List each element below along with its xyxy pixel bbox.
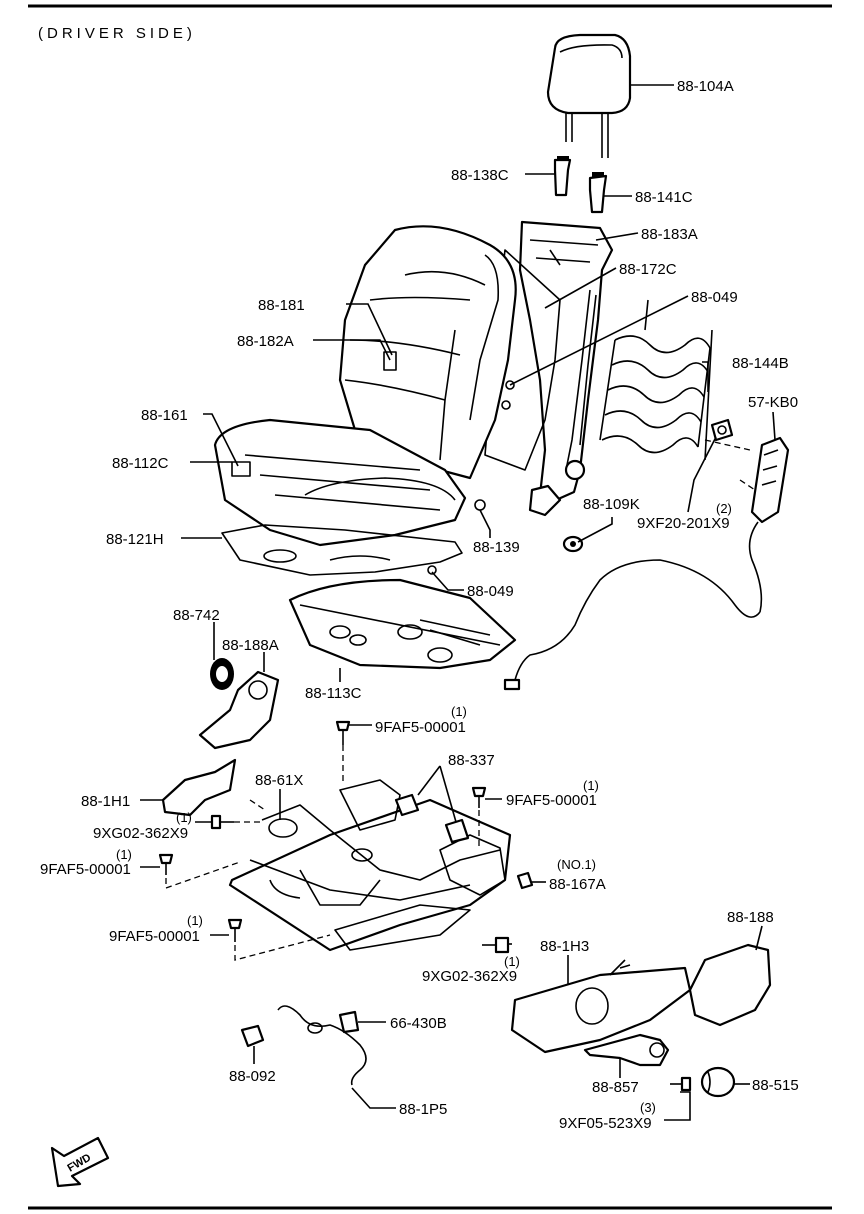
label-88-167a-qty: (NO.1) [557,857,596,872]
header-title: (DRIVER SIDE) [38,25,196,42]
seat-cover-drawing [213,418,467,547]
label-9faf5-d: 9FAF5-00001 [109,928,200,945]
leader-lines [140,84,776,1121]
airbag-module-drawing [704,436,790,613]
label-88-161: 88-161 [141,407,188,424]
label-88-141c: 88-141C [635,189,693,206]
label-88-092: 88-092 [229,1068,276,1085]
label-88-515: 88-515 [752,1077,799,1094]
cap-drawing [700,1066,736,1098]
label-88-188a: 88-188A [222,637,279,654]
side-shield-drawing [688,943,772,1027]
label-88-857: 88-857 [592,1079,639,1096]
outer-cover-drawing [510,959,692,1054]
label-9xg02-b: 9XG02-362X9 [422,968,517,985]
label-88-1h1: 88-1H1 [81,793,130,810]
spring-mat-drawing [599,299,713,461]
label-88-112c: 88-112C [112,455,169,472]
label-9faf5-c-qty: (1) [116,847,132,862]
label-88-188: 88-188 [727,909,774,926]
bracket-drawing [161,758,237,817]
label-9xf05-523x9: 9XF05-523X9 [559,1115,652,1132]
label-9faf5-b-qty: (1) [583,778,599,793]
seat-frame-drawing [288,578,517,670]
seatback-cover-drawing [338,225,517,480]
label-88-183a: 88-183A [641,226,698,243]
label-88-181: 88-181 [258,297,305,314]
fastener-drawing [158,720,692,1092]
sub-harness-drawing [277,1005,367,1086]
label-88-113c: 88-113C [305,685,362,702]
seat-pad-drawing [221,524,463,576]
label-9xg02-a-qty: (1) [176,810,192,825]
seatback-frame-drawing [518,220,614,517]
bushing-drawing [562,535,584,553]
label-88-172c: 88-172C [619,261,677,278]
label-9xg02-a: 9XG02-362X9 [93,825,188,842]
label-88-1p5: 88-1P5 [399,1101,447,1118]
label-66-430b: 66-430B [390,1015,447,1032]
nut-drawing [710,418,734,442]
part-labels: 88-104A 88-138C 88-141C 88-183A 88-172C … [40,78,799,1132]
label-88-167a: 88-167A [549,876,606,893]
headrest-drawing [546,33,632,158]
headrest-guide-drawing [553,156,608,214]
label-57-kb0: 57-KB0 [748,394,798,411]
label-88-742: 88-742 [173,607,220,624]
reference-lines [165,745,480,961]
fwd-arrow-icon: FWD [50,1136,110,1188]
seat-track-drawing [228,779,512,952]
knob-drawing [210,658,234,690]
connector-block-drawing [240,1024,265,1048]
inner-shield-drawing [198,670,280,750]
label-9faf5-a: 9FAF5-00001 [375,719,466,736]
label-88-337: 88-337 [448,752,495,769]
label-9faf5-d-qty: (1) [187,913,203,928]
connector-drawing [338,1010,360,1034]
label-9xf20-201x9: 9XF20-201X9 [637,515,730,532]
lever-drawing [583,1033,670,1067]
label-9faf5-a-qty: (1) [451,704,467,719]
clip-drawing [427,380,515,575]
label-88-138c: 88-138C [451,167,509,184]
label-88-049-upper: 88-049 [691,289,738,306]
label-9xg02-b-qty: (1) [504,954,520,969]
label-88-144b: 88-144B [732,355,789,372]
label-9faf5-b: 9FAF5-00001 [506,792,597,809]
label-88-104a: 88-104A [677,78,734,95]
label-88-139: 88-139 [473,539,520,556]
label-9xf20-qty: (2) [716,501,732,516]
label-88-109k: 88-109K [583,496,640,513]
harness-wire-drawing [503,559,761,691]
label-9faf5-c: 9FAF5-00001 [40,861,131,878]
label-88-049-lower: 88-049 [467,583,514,600]
label-88-121h: 88-121H [106,531,164,548]
label-9xf05-qty: (3) [640,1100,656,1115]
label-88-182a: 88-182A [237,333,294,350]
label-88-61x: 88-61X [255,772,303,789]
label-88-1h3: 88-1H3 [540,938,589,955]
